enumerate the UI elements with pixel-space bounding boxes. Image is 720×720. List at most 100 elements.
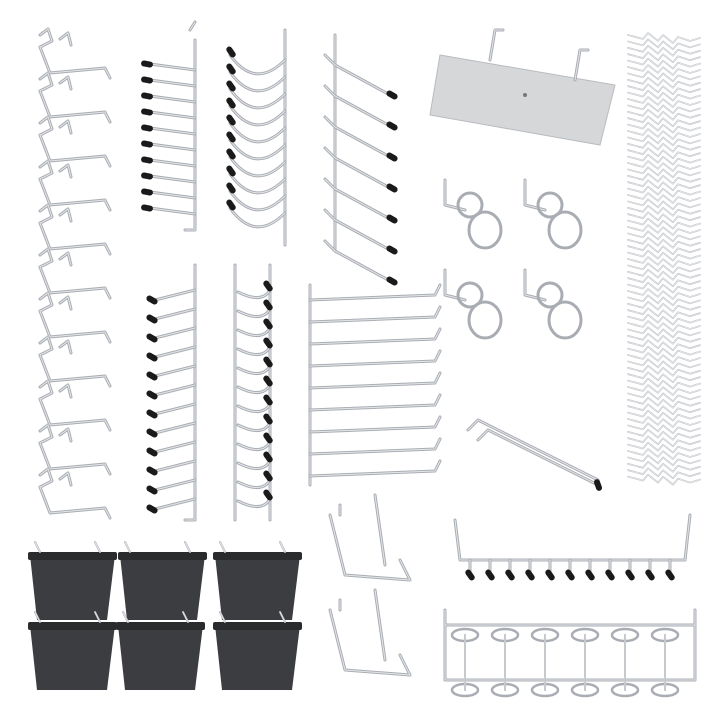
j-hook-highlight	[237, 460, 271, 469]
j-hooks-lower	[233, 263, 273, 522]
zigzag-clip-highlight	[627, 77, 701, 89]
long-hook-highlight	[309, 438, 441, 455]
long-straight-hooks	[308, 283, 442, 487]
zigzag-clip-highlight	[627, 365, 701, 377]
bin-rim	[213, 552, 302, 560]
zigzag-clip-highlight	[627, 147, 701, 159]
zigzag-clip-highlight	[627, 269, 701, 281]
j-hook-highlight	[237, 479, 271, 488]
j-hook-highlight	[237, 422, 271, 431]
short-hook-highlight	[149, 175, 196, 183]
rubber-tip	[263, 451, 273, 463]
angled-hook-highlight	[324, 85, 391, 127]
zigzag-clip-highlight	[627, 179, 701, 191]
short-hook-highlight	[149, 79, 196, 87]
j-hook-highlight	[237, 384, 271, 393]
rubber-tip	[146, 352, 158, 362]
j-hook-highlight	[229, 173, 286, 194]
rack-bar-highlight	[454, 514, 691, 561]
zigzag-clip-highlight	[627, 192, 701, 204]
storage-bin	[30, 555, 115, 620]
angled-hook-highlight	[324, 116, 391, 158]
rubber-tip	[226, 165, 236, 177]
rubber-tip	[545, 569, 555, 581]
storage-bins	[28, 541, 302, 690]
u-hook	[328, 493, 412, 582]
v-hook-highlight	[39, 116, 111, 167]
rubber-tip	[263, 280, 273, 292]
j-hook-highlight	[237, 441, 271, 450]
rubber-tip	[146, 371, 158, 381]
hook-backbone-highlight	[184, 264, 196, 521]
short-hook-highlight	[154, 422, 196, 434]
rubber-tip	[226, 114, 236, 126]
zigzag-clip-highlight	[627, 454, 701, 467]
zigzag-clip-highlight	[627, 358, 701, 371]
zigzag-clip-highlight	[627, 461, 701, 473]
rubber-tip	[665, 569, 675, 581]
tool-rack	[453, 513, 692, 581]
rubber-tip	[146, 409, 158, 419]
rubber-tip	[593, 479, 603, 491]
angled-hook-highlight	[324, 54, 391, 96]
j-hook-highlight	[229, 207, 286, 228]
ring-rack	[443, 608, 697, 698]
zigzag-clip-highlight	[627, 224, 701, 236]
j-hook-highlight	[229, 88, 286, 109]
rubber-tip	[263, 299, 273, 311]
rubber-tip	[263, 489, 273, 501]
zigzag-clip-highlight	[627, 185, 701, 198]
long-hook-highlight	[309, 350, 441, 367]
zigzag-clip-highlight	[627, 109, 701, 121]
zigzag-clip-highlight	[627, 403, 701, 415]
u-hooks	[328, 493, 412, 677]
zigzag-clip-highlight	[627, 173, 701, 185]
storage-bin	[30, 625, 115, 690]
rubber-tip	[625, 569, 635, 581]
short-hook-highlight	[154, 479, 196, 491]
long-hook-highlight	[309, 328, 441, 345]
rubber-tip	[226, 182, 236, 194]
bin-clip	[219, 541, 286, 553]
j-hook-highlight	[237, 403, 271, 412]
short-hook-highlight	[149, 207, 196, 215]
zigzag-clip-highlight	[627, 467, 701, 479]
zigzag-clip-highlight	[627, 307, 701, 319]
zigzag-clip-highlight	[627, 166, 701, 179]
rubber-tip	[263, 337, 273, 349]
zigzag-clip-highlight	[627, 121, 701, 134]
zigzag-clip-highlight	[627, 422, 701, 435]
double-prong-hook	[466, 418, 603, 491]
zigzag-clip-highlight	[627, 473, 701, 486]
rubber-tip	[141, 76, 153, 84]
zigzag-clip-highlight	[627, 102, 701, 115]
storage-bin	[215, 625, 300, 690]
v-hook-highlight	[39, 468, 111, 519]
rubber-tip	[585, 569, 595, 581]
rubber-tip	[146, 314, 158, 324]
rubber-tip	[386, 152, 398, 162]
zigzag-clip-highlight	[627, 320, 701, 332]
short-hook-highlight	[154, 308, 196, 320]
holder-ring	[547, 300, 583, 340]
storage-bin	[215, 555, 300, 620]
zigzag-clip-highlight	[627, 262, 701, 275]
u-hook-highlight	[329, 494, 411, 581]
j-hook-highlight	[229, 156, 286, 177]
zigzag-clip-highlight	[627, 249, 701, 262]
rubber-tip	[141, 124, 153, 132]
bin-rim	[118, 552, 207, 560]
short-hook-highlight	[154, 384, 196, 396]
holder-ring	[547, 210, 583, 250]
rubber-tip	[146, 485, 158, 495]
j-hook-highlight	[229, 190, 286, 211]
short-hook-highlight	[154, 441, 196, 453]
v-hook-highlight	[39, 380, 111, 431]
rubber-tip	[605, 569, 615, 581]
bin-clip-highlight	[219, 541, 286, 553]
rubber-tip	[525, 569, 535, 581]
rubber-tip	[386, 276, 398, 286]
zigzag-clip-highlight	[627, 281, 701, 294]
